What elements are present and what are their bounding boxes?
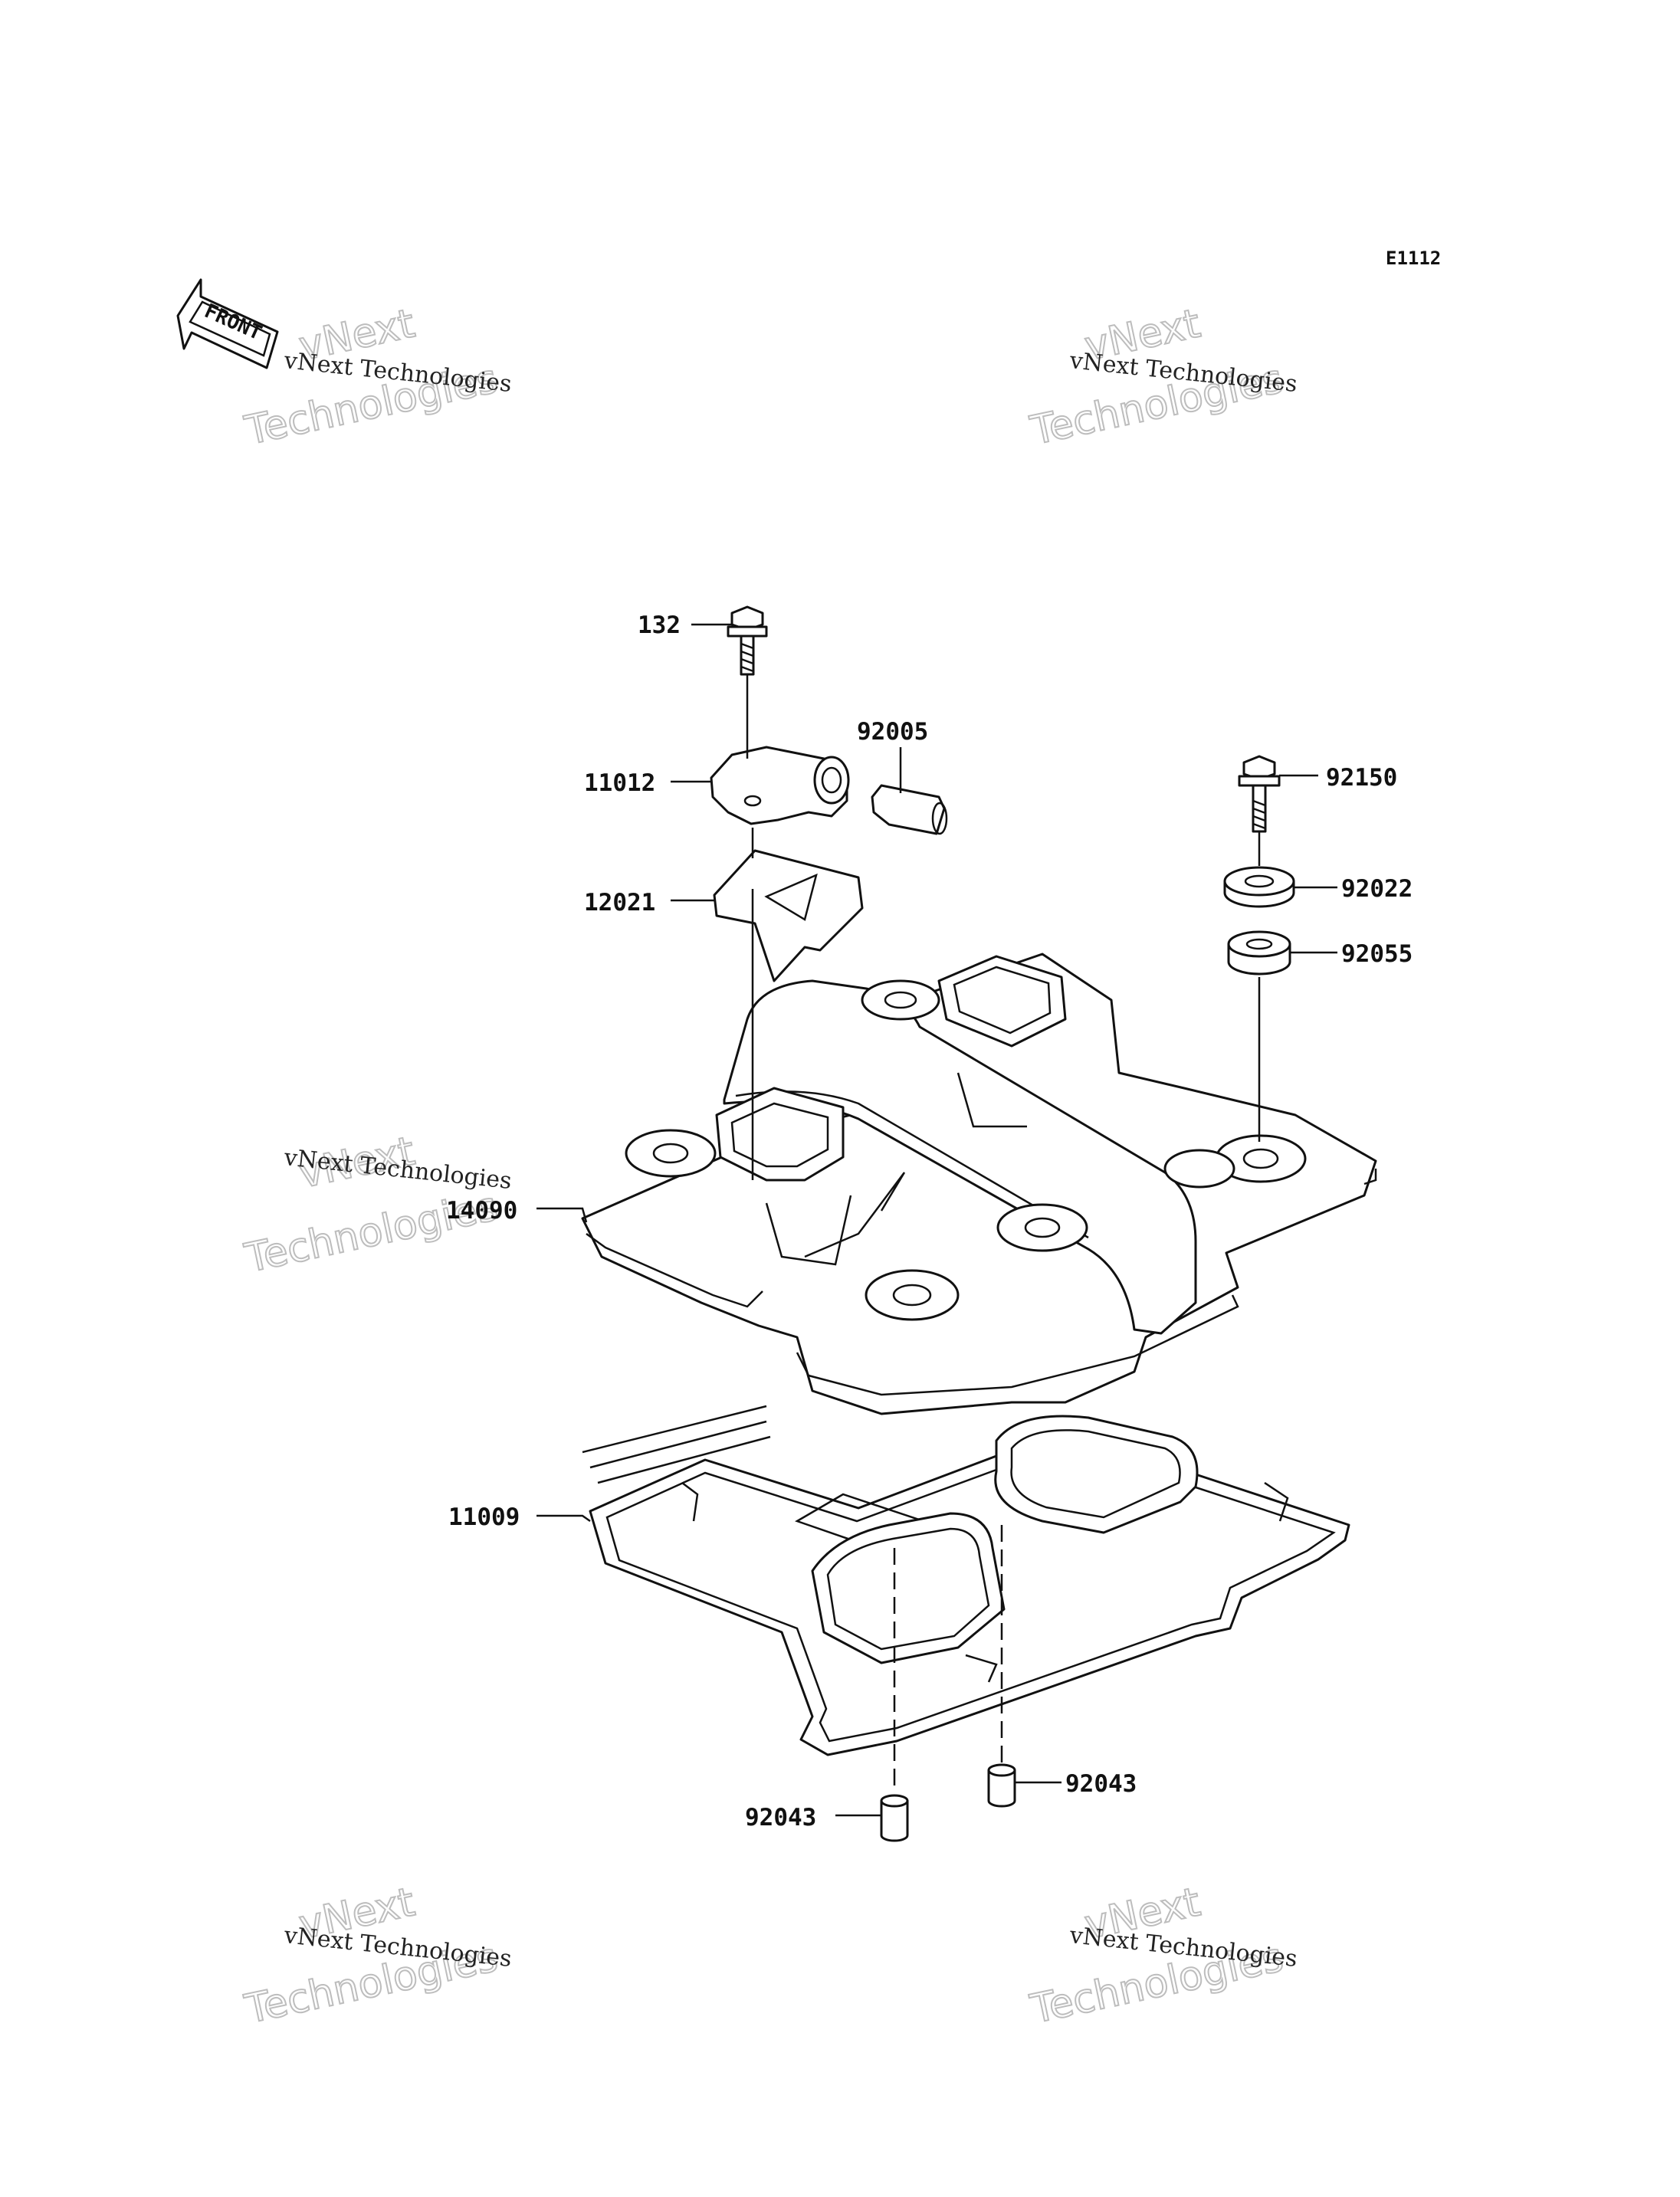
- breather-plate: [713, 849, 864, 982]
- cylinder-head-cover: [581, 953, 1377, 1415]
- grommet-92055: [1227, 930, 1291, 976]
- callout-label: 92005: [857, 718, 928, 746]
- callout-label: 92055: [1341, 940, 1413, 968]
- washer-92022: [1223, 866, 1295, 908]
- dowel-pin-left: [880, 1794, 909, 1842]
- callout-label: 92043: [745, 1804, 816, 1831]
- cover-gasket: [582, 1405, 1350, 1756]
- callout-label: 92022: [1341, 875, 1413, 903]
- callout-label: 132: [638, 612, 681, 639]
- watermark-top-left: vNext Technologies vNext Technologies: [240, 300, 513, 454]
- breather-plug: [871, 784, 948, 835]
- watermark-bottom-left: vNext Technologies vNext Technologies: [240, 1878, 513, 2033]
- callout-label: 12021: [584, 889, 655, 917]
- diagram-code: E1112: [1386, 248, 1441, 269]
- assembly-lines: [746, 674, 1261, 1793]
- callout-label: 11012: [584, 769, 655, 797]
- bolt-132: [727, 605, 768, 676]
- cover-boss: [625, 1129, 717, 1178]
- callout-label: 92150: [1326, 764, 1397, 792]
- watermark-top-right: vNext Technologies vNext Technologies: [1025, 300, 1298, 454]
- watermark-bottom-right: vNext Technologies vNext Technologies: [1025, 1878, 1298, 2033]
- bolt-92150: [1238, 755, 1281, 833]
- breather-cap: [710, 746, 850, 825]
- callout-label: 92043: [1065, 1770, 1137, 1798]
- leader-lines: [536, 623, 1337, 1817]
- cover-boss: [996, 1203, 1088, 1252]
- dowel-pin-right: [987, 1763, 1016, 1808]
- callout-label: 11009: [448, 1503, 520, 1531]
- front-arrow-icon: FRONT: [176, 278, 279, 369]
- callout-label: 14090: [446, 1197, 517, 1225]
- cover-boss: [865, 1269, 960, 1321]
